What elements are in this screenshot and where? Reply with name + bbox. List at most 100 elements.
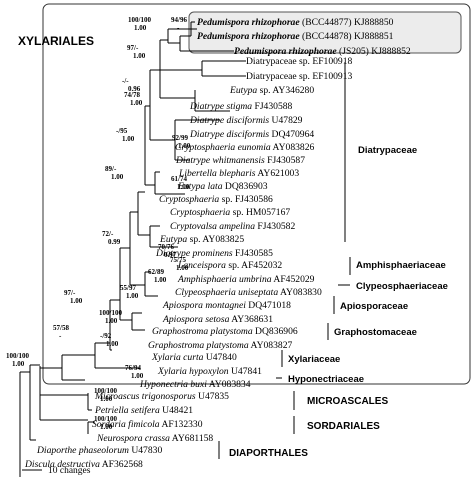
taxon-label: Diatrype whitmanensis FJ430587 (175, 155, 305, 166)
taxon-name: Amphisphaeria umbrina (177, 274, 272, 285)
taxon-label: Neurospora crassa AY681158 (96, 433, 213, 444)
taxon-name: Pedumispora rhizophorae (197, 31, 300, 42)
taxon-label: Clypeosphaeria uniseptata AY083830 (175, 287, 322, 298)
taxon-name: Cryptosphaeria (170, 207, 230, 218)
order-microascales: MICROASCALES (307, 396, 388, 407)
taxon-name: Cryptosphaeria eunomia (175, 142, 271, 153)
support-bootstrap: 92/99 (172, 134, 188, 142)
taxon-label: Diatrypaceae sp. EF100918 (246, 56, 353, 67)
support-bootstrap: 72/- (102, 230, 114, 238)
taxon-label: Cryptosphaeria sp. FJ430586 (159, 194, 273, 205)
scale-label: 10 changes (48, 466, 91, 476)
taxon-label: Apiospora setosa AY368631 (162, 314, 273, 325)
support-bootstrap: 89/- (105, 165, 117, 173)
support-bootstrap: 100/100 (94, 415, 117, 423)
support-posterior: 1.00 (133, 52, 146, 60)
taxon-name: Diatrype stigma (189, 101, 252, 112)
taxon-accession: sp. EF100918 (297, 56, 353, 67)
taxon-label: Lanceispora sp. AF452032 (177, 260, 282, 271)
support-posterior: 1.00 (126, 292, 139, 300)
taxon-name: Diatrype disciformis (189, 115, 269, 126)
support-bootstrap: 61/74 (171, 175, 187, 183)
taxon-accession: DQ470964 (269, 129, 314, 140)
taxon-label: Graphostroma platystoma DQ836906 (152, 326, 298, 337)
taxon-label: Diatrypaceae sp. EF100913 (246, 71, 353, 82)
support-bootstrap: 76/94 (125, 364, 141, 372)
support-bootstrap: 55/97 (120, 284, 136, 292)
taxon-accession: AY621003 (255, 168, 299, 179)
family-xylariaceae: Xylariaceae (288, 354, 340, 365)
support-bootstrap: 100/100 (99, 309, 122, 317)
support-bootstrap: 97/- (127, 44, 139, 52)
taxon-accession: U47829 (269, 115, 303, 126)
support-posterior: 1.00 (176, 264, 189, 272)
taxon-name: Xylaria hypoxylon (157, 366, 229, 377)
taxon-label: Microascus trigonosporus U47835 (94, 391, 229, 402)
taxon-accession: FJ430585 (233, 248, 273, 259)
support-bootstrap: 94/96 (171, 16, 187, 24)
taxon-accession: FJ430582 (255, 221, 295, 232)
taxon-label: Amphisphaeria umbrina AF452029 (177, 274, 315, 285)
taxon-name: Petriella setifera (94, 405, 160, 416)
support-posterior: 0.96 (128, 85, 141, 93)
taxon-accession: (BCC44878) KJ888851 (300, 31, 394, 42)
taxon-accession: AY681158 (170, 433, 213, 444)
taxon-accession: AY368631 (229, 314, 273, 325)
taxon-accession: U47830 (129, 445, 163, 456)
support-bootstrap: 74/78 (124, 91, 140, 99)
taxon-accession: FJ430587 (265, 155, 305, 166)
taxon-name: Graphostroma platystoma (152, 326, 253, 337)
taxon-name: Cryptovalsa ampelina (170, 221, 255, 232)
taxon-accession: sp. AY083825 (187, 234, 244, 245)
taxon-accession: U47841 (229, 366, 263, 377)
taxon-name: Pedumispora rhizophorae (197, 17, 300, 28)
taxon-label: Xylaria hypoxylon U47841 (157, 366, 262, 377)
support-posterior: 1.00 (122, 135, 135, 143)
taxon-accession: sp. AY346280 (257, 85, 314, 96)
taxon-accession: U48421 (160, 405, 194, 416)
taxon-name: Eutypa (159, 234, 187, 245)
support-bootstrap: -/95 (116, 127, 128, 135)
support-posterior: 1.00 (111, 173, 124, 181)
support-bootstrap: -/- (122, 77, 129, 85)
taxon-name: Cryptosphaeria (159, 194, 219, 205)
taxon-label: Libertella blepharis AY621003 (178, 168, 299, 179)
taxon-name: Diatrype prominens (155, 248, 233, 259)
support-bootstrap: 97/- (64, 289, 76, 297)
taxon-name: Diatrype whitmanensis (175, 155, 265, 166)
family-apiosporaceae: Apiosporaceae (340, 301, 408, 312)
support-bootstrap: 100/100 (128, 16, 151, 24)
taxon-name: Diatrype disciformis (189, 129, 269, 140)
family-graphostomaceae: Graphostomaceae (334, 327, 417, 338)
taxon-label: Graphostroma platystoma AY083827 (148, 340, 292, 351)
taxon-name: Pedumispora rhizophorae (234, 46, 337, 57)
taxon-accession: AF452029 (272, 274, 315, 285)
taxon-label: Pedumispora rhizophorae (BCC44878) KJ888… (197, 31, 394, 42)
pedumispora-highlight (188, 11, 462, 54)
support-posterior: 1.00 (106, 340, 119, 348)
taxon-label: Cryptosphaeria sp. HM057167 (170, 207, 290, 218)
taxon-name: Sordaria fimicola (92, 419, 160, 430)
taxon-label: Diatrype prominens FJ430585 (155, 248, 273, 259)
taxon-accession: AF132330 (160, 419, 203, 430)
taxon-name: Apiospora setosa (162, 314, 230, 325)
taxon-label: Petriella setifera U48421 (94, 405, 193, 416)
taxon-accession: sp. FJ430586 (219, 194, 273, 205)
taxon-accession: U47835 (196, 391, 230, 402)
taxon-name: Eutypa lata (177, 181, 223, 192)
xylariales-title: XYLARIALES (18, 34, 94, 48)
taxon-name: Lanceispora (177, 260, 226, 271)
taxon-name: Hyponectria buxi (139, 379, 207, 390)
family-hyponectriaceae: Hyponectriaceae (288, 374, 364, 385)
taxon-accession: FJ430588 (252, 101, 292, 112)
taxon-accession: AY083826 (271, 142, 315, 153)
taxon-label: Cryptosphaeria eunomia AY083826 (175, 142, 315, 153)
taxon-accession: sp. AF452032 (226, 260, 282, 271)
support-bootstrap: -/92 (100, 332, 112, 340)
family-diatrypaceae: Diatrypaceae (358, 145, 417, 156)
family-amphisphaeriaceae: Amphisphaeriaceae (356, 260, 446, 271)
taxon-label: Diatrype disciformis U47829 (189, 115, 303, 126)
taxon-accession: sp. EF100913 (297, 71, 353, 82)
support-posterior: 1.00 (100, 395, 113, 403)
support-posterior: 0.97 (164, 251, 177, 259)
